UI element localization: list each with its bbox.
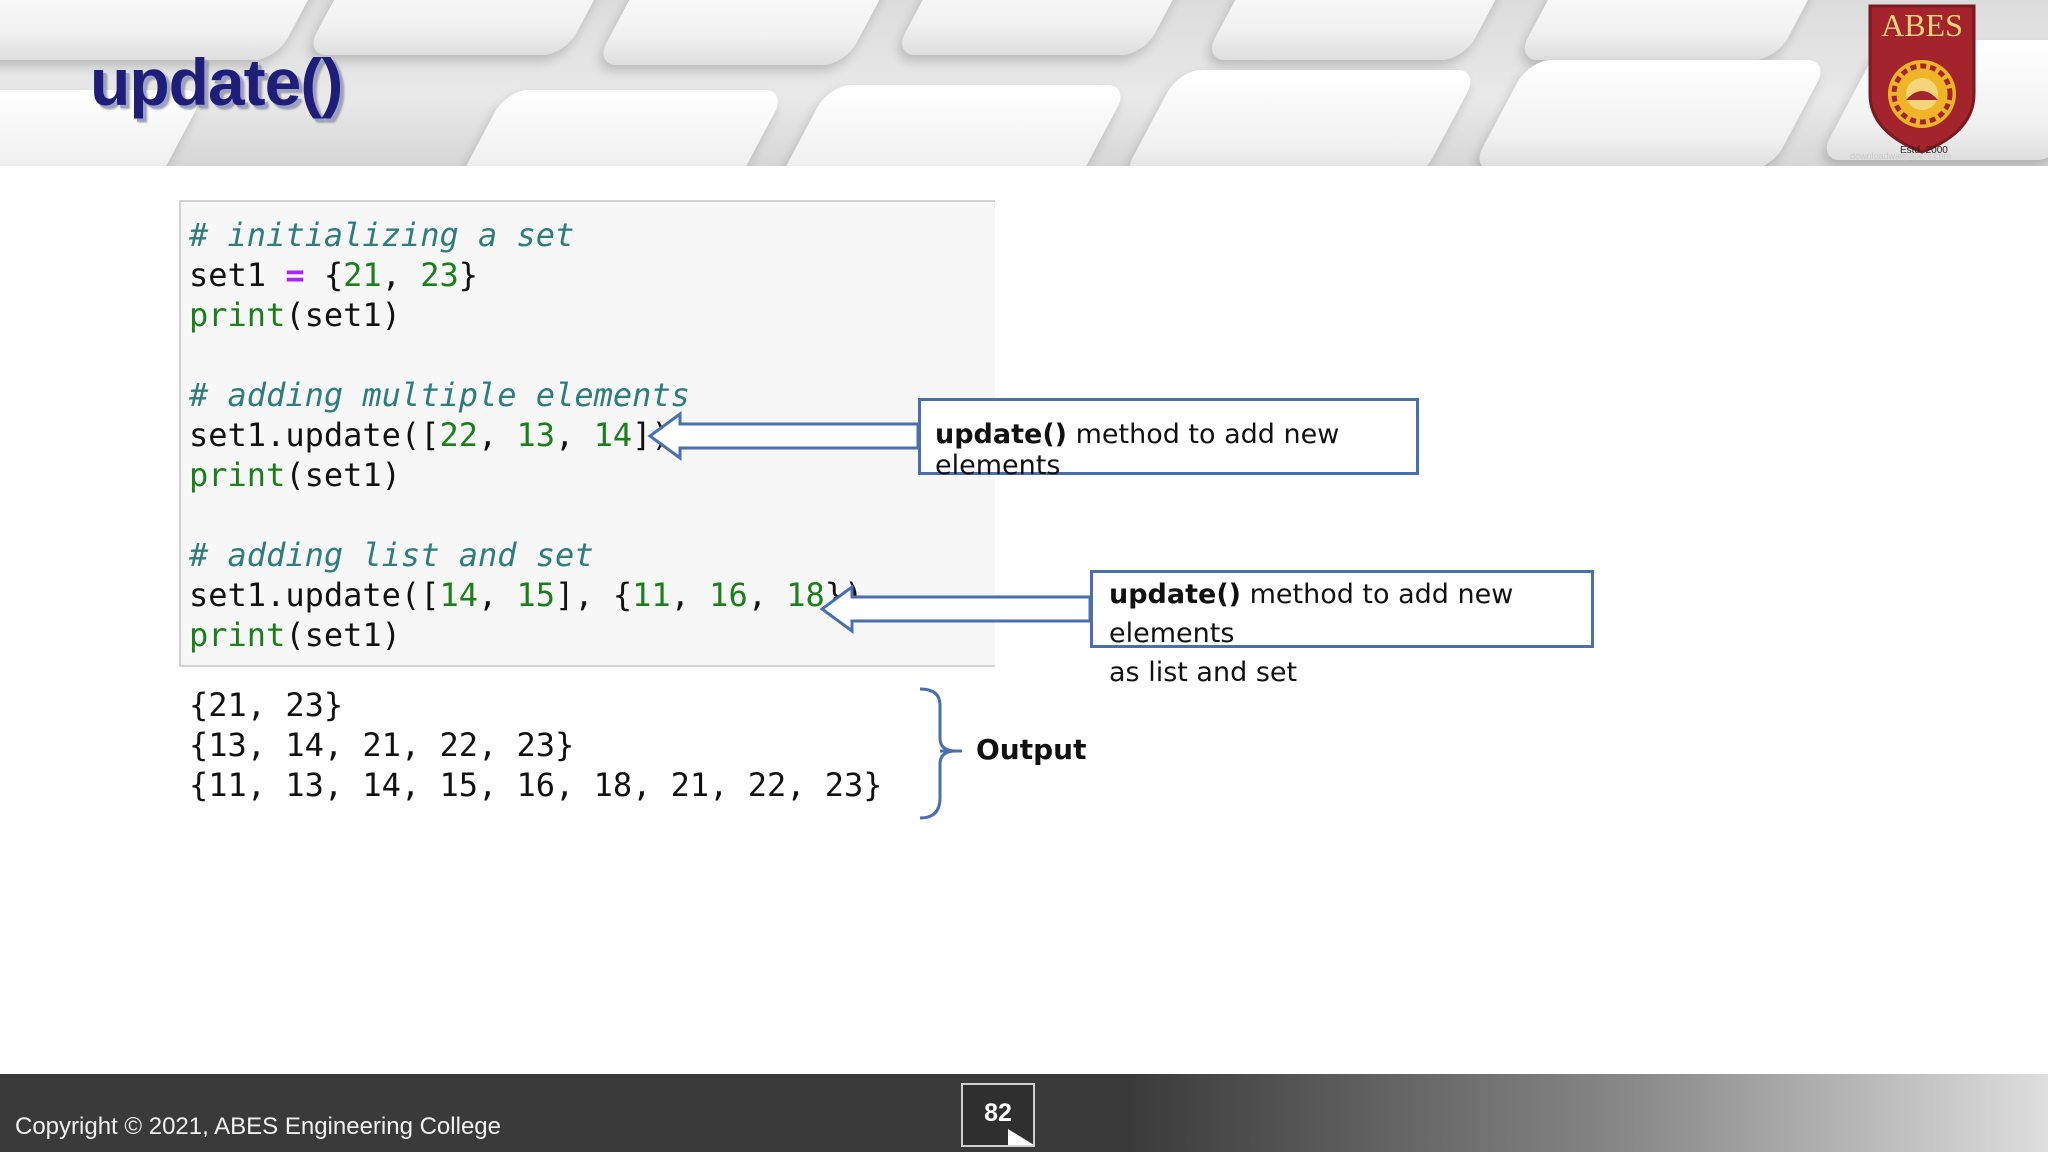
callout-method: update() [1109,579,1241,610]
page-fold-icon [1008,1129,1034,1145]
code-arg: (set1) [285,456,401,494]
code-number: 11 [632,576,671,614]
output-line: {11, 13, 14, 15, 16, 18, 21, 22, 23} [189,766,883,804]
code-comment-line: # adding multiple elements [189,375,690,415]
code-number: 22 [439,416,478,454]
code-call: set1.update([ [189,416,440,454]
header-banner [0,0,2048,166]
code-number: 16 [709,576,748,614]
code-number: 14 [439,576,478,614]
output-line: {13, 14, 21, 22, 23} [189,726,575,764]
code-number: 18 [786,576,825,614]
code-brace: { [612,576,633,614]
arrow-left-icon [819,584,1092,634]
code-number: 13 [516,416,556,454]
code-brace: } [458,256,478,294]
callout-update-list-set: update() method to add new elements as li… [1090,570,1594,688]
abes-logo: ABES [1868,4,1976,154]
code-call: set1.update([ [189,576,440,614]
code-builtin: print [189,456,286,494]
code-arg: (set1) [285,616,401,654]
code-comment: # adding list and set [189,536,594,574]
slide-title: update() [90,45,343,119]
image-credit: downloadwallpapers.com [1850,151,1952,161]
arrow-left-icon [647,411,920,461]
logo-est-text: Estd. 2000 [1900,145,1948,156]
code-line-print: print(set1) [189,615,401,655]
logo-text: ABES [1881,7,1963,43]
output-line: {21, 23} [189,686,344,724]
copyright-text: Copyright © 2021, ABES Engineering Colle… [15,1113,501,1140]
callout-update-multiple: update() method to add new elements [918,398,1419,481]
code-line-update: set1.update([22, 13, 14]) [189,416,671,454]
code-number: 14 [593,416,633,454]
code-brace: { [323,256,344,294]
code-line-assign: set1 = {21, 23} [189,256,478,294]
code-builtin: print [189,296,286,334]
code-number: 23 [420,256,459,294]
code-builtin: print [189,616,286,654]
code-number: 15 [516,576,556,614]
callout-text: as list and set [1109,657,1298,688]
code-comment: # initializing a set [189,216,575,254]
code-line-print: print(set1) [189,295,401,335]
code-number: 21 [343,256,382,294]
code-var: set1 [189,256,267,294]
curly-brace-icon [919,687,957,820]
code-comment-line: # adding list and set [189,535,594,575]
code-arg: (set1) [285,296,401,334]
callout-method: update() [935,419,1067,450]
callout-text: method to add new elements [935,419,1340,481]
code-comment: # adding multiple elements [189,376,690,414]
callout-text: method to add new elements [1109,579,1514,649]
code-line-print: print(set1) [189,455,401,495]
code-operator: = [285,256,305,294]
code-comment-line: # initializing a set [189,215,574,255]
output-label: Output [976,733,1087,766]
